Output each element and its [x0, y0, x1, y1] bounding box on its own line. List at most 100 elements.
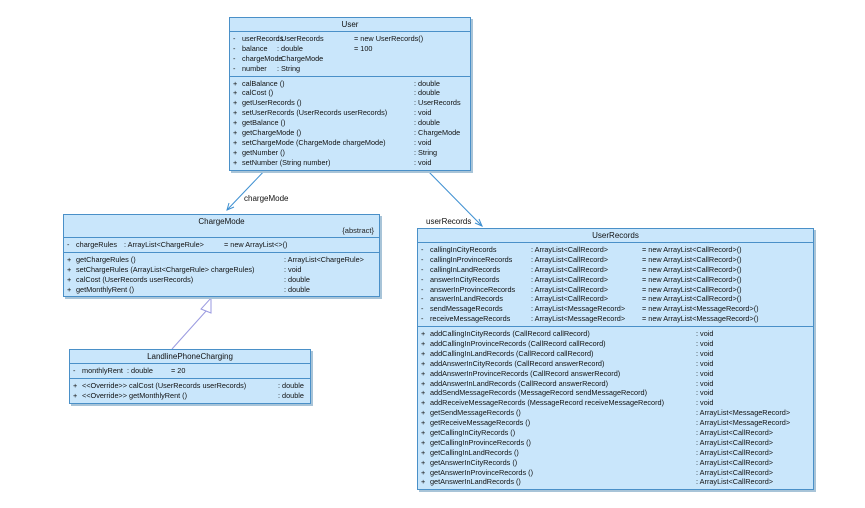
visibility-marker: - [421, 264, 424, 274]
operation-row[interactable]: +addCallingInCityRecords (CallRecord cal… [418, 329, 813, 339]
operation-return-type: : ArrayList<CallRecord> [696, 437, 774, 447]
operation-row[interactable]: +getNumber (): String [230, 148, 470, 158]
attribute-default: = new ArrayList<CallRecord>() [642, 245, 742, 254]
attribute-type: : ArrayList<CallRecord> [531, 294, 609, 304]
attribute-name: callingInLandRecords [430, 264, 501, 274]
visibility-marker: + [67, 284, 72, 294]
visibility-marker: + [421, 447, 426, 457]
operation-row[interactable]: +<<Override>> calCost (UserRecords userR… [70, 381, 310, 391]
attribute-type: : double [127, 366, 153, 375]
class-name: User [341, 20, 359, 29]
operation-signature: getCallingInProvinceRecords () [430, 437, 531, 447]
operation-row[interactable]: +setChargeRules (ArrayList<ChargeRule> c… [64, 265, 379, 275]
operation-row[interactable]: +<<Override>> getMonthlyRent (): double [70, 391, 310, 401]
attribute-row: -callingInLandRecords : ArrayList<CallRec… [418, 265, 813, 275]
operation-row[interactable]: +calCost (UserRecords userRecords): doub… [64, 275, 379, 285]
operation-row[interactable]: +getCallingInCityRecords (): ArrayList<C… [418, 428, 813, 438]
operation-return-type: : void [414, 108, 432, 118]
operation-row[interactable]: +addCallingInLandRecords (CallRecord cal… [418, 349, 813, 359]
operation-row[interactable]: +getReceiveMessageRecords (): ArrayList<… [418, 418, 813, 428]
visibility-marker: - [421, 254, 424, 264]
operation-return-type: : ArrayList<CallRecord> [696, 477, 774, 487]
operation-row[interactable]: +setNumber (String number): void [230, 158, 470, 168]
operation-row[interactable]: +getChargeRules (): ArrayList<ChargeRule… [64, 255, 379, 265]
operation-row[interactable]: +getCallingInProvinceRecords (): ArrayLi… [418, 438, 813, 448]
operation-signature: getNumber () [242, 147, 285, 157]
attribute-type: : ArrayList<CallRecord> [531, 245, 609, 254]
operation-row[interactable]: +addSendMessageRecords (MessageRecord se… [418, 388, 813, 398]
attribute-name: receiveMessageRecords [430, 314, 511, 324]
visibility-marker: + [73, 390, 78, 400]
operation-return-type: : void [696, 329, 714, 339]
operation-row[interactable]: +setChargeMode (ChargeMode chargeMode): … [230, 138, 470, 148]
operation-row[interactable]: +calCost (): double [230, 88, 470, 98]
attribute-type: : ArrayList<CallRecord> [531, 284, 609, 294]
operation-return-type: : void [284, 264, 302, 274]
class-userrecords[interactable]: UserRecords -callingInCityRecords: Array… [417, 228, 814, 491]
visibility-marker: + [421, 408, 426, 418]
visibility-marker: - [67, 240, 70, 249]
operation-row[interactable]: +getSendMessageRecords (): ArrayList<Mes… [418, 408, 813, 418]
operation-return-type: : void [696, 348, 714, 358]
operation-return-type: : double [414, 88, 440, 98]
operation-row[interactable]: +setUserRecords (UserRecords userRecords… [230, 108, 470, 118]
operation-return-type: : void [696, 388, 714, 398]
operation-row[interactable]: +calBalance (): double [230, 79, 470, 89]
operation-row[interactable]: +getCallingInLandRecords (): ArrayList<C… [418, 448, 813, 458]
operation-row[interactable]: +getUserRecords (): UserRecords [230, 98, 470, 108]
attribute-type: : double [277, 43, 303, 53]
attribute-row: -number: String [230, 64, 470, 74]
visibility-marker: + [233, 137, 238, 147]
attribute-default: = new UserRecords() [354, 34, 424, 43]
operation-signature: getAnswerInProvinceRecords () [430, 467, 534, 477]
operation-return-type: : ArrayList<CallRecord> [696, 457, 774, 467]
class-chargemode[interactable]: ChargeMode {abstract} -chargeRules: Arra… [63, 214, 380, 298]
operation-row[interactable]: +getAnswerInProvinceRecords (): ArrayLis… [418, 468, 813, 478]
attribute-default: = new ArrayList<CallRecord>() [642, 264, 742, 274]
operation-signature: setChargeMode (ChargeMode chargeMode) [242, 137, 386, 147]
operation-row[interactable]: +getChargeMode (): ChargeMode [230, 128, 470, 138]
class-landlinephonecharging[interactable]: LandlinePhoneCharging -monthlyRent: doub… [69, 349, 311, 404]
operation-signature: calBalance () [242, 78, 285, 88]
operation-row[interactable]: +addAnswerInLandRecords (CallRecord answ… [418, 379, 813, 389]
operation-return-type: : UserRecords [414, 98, 461, 108]
operation-return-type: : void [696, 358, 714, 368]
class-user[interactable]: User -userRecords: UserRecords= new User… [229, 17, 471, 171]
attribute-default: = new ArrayList<MessageRecord>() [642, 304, 759, 314]
operation-row[interactable]: +getMonthlyRent (): double [64, 285, 379, 295]
operation-row[interactable]: +getAnswerInLandRecords (): ArrayList<Ca… [418, 477, 813, 487]
visibility-marker: + [421, 477, 426, 487]
operation-row[interactable]: +addCallingInProvinceRecords (CallRecord… [418, 339, 813, 349]
attribute-row: -callingInCityRecords: ArrayList<CallRec… [418, 245, 813, 255]
operation-row[interactable]: +addReceiveMessageRecords (MessageRecord… [418, 398, 813, 408]
visibility-marker: + [233, 78, 238, 88]
attribute-type: : ArrayList<CallRecord> [531, 254, 609, 264]
attribute-default: = 100 [354, 43, 373, 53]
operation-row[interactable]: +addAnswerInCityRecords (CallRecord answ… [418, 359, 813, 369]
operation-compartment: + <<Override>> calCost (UserRecords userR… [70, 379, 310, 403]
operation-return-type: : ArrayList<CallRecord> [696, 467, 774, 477]
operation-row[interactable]: +addAnswerInProvinceRecords (CallRecord … [418, 369, 813, 379]
visibility-marker: + [421, 368, 426, 378]
attribute-name: chargeRules [76, 240, 117, 249]
attribute-type: : ArrayList<CallRecord> [531, 264, 609, 274]
operation-row[interactable]: +getBalance (): double [230, 118, 470, 128]
attribute-type: : String [277, 63, 301, 73]
attribute-default: = new ArrayList<>() [224, 240, 288, 249]
operation-signature: getMonthlyRent () [76, 284, 134, 294]
operation-signature: getReceiveMessageRecords () [430, 418, 531, 428]
visibility-marker: + [421, 358, 426, 368]
attribute-type: : ArrayList<MessageRecord> [531, 304, 626, 314]
operation-row[interactable]: +getAnswerInCityRecords (): ArrayList<Ca… [418, 458, 813, 468]
abstract-stereotype: {abstract} [342, 226, 374, 235]
attribute-compartment: -userRecords: UserRecords= new UserRecor… [230, 32, 470, 77]
visibility-marker: + [233, 108, 238, 118]
visibility-marker: + [233, 157, 238, 167]
operation-signature: <<Override>> calCost (UserRecords userRe… [82, 380, 247, 390]
visibility-marker: + [233, 98, 238, 108]
visibility-marker: + [67, 254, 72, 264]
class-name: UserRecords [592, 231, 639, 240]
operation-signature: calCost (UserRecords userRecords) [76, 274, 194, 284]
operation-return-type: : double [284, 274, 310, 284]
attribute-default: = new ArrayList<CallRecord>() [642, 294, 742, 304]
